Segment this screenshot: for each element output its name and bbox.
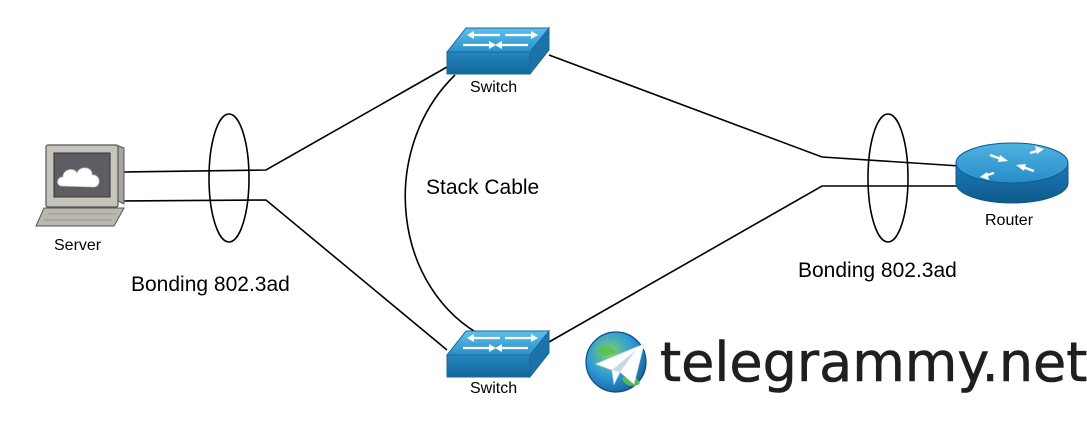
switch-bottom-label: Switch <box>470 380 518 397</box>
bonding-ellipse-right <box>867 113 909 243</box>
bonding-label-left: Bonding 802.3ad <box>131 273 290 296</box>
server-computer-icon <box>35 144 125 227</box>
switch-top-router-link <box>548 54 961 167</box>
stack-cable-label: Stack Cable <box>426 176 540 199</box>
bonding-ellipse-left <box>208 113 250 243</box>
server-link-top <box>123 66 448 173</box>
bonding-label-right: Bonding 802.3ad <box>798 259 957 282</box>
stack-cable-line <box>404 74 487 339</box>
telegram-globe-logo-icon <box>585 331 647 393</box>
switch-top-label: Switch <box>470 79 518 96</box>
switch-bottom-icon <box>445 329 551 379</box>
switch-top-icon <box>445 26 551 76</box>
watermark-text: telegrammy.net <box>660 331 1087 394</box>
server-link-bottom <box>123 199 448 351</box>
router-icon <box>955 142 1069 204</box>
server-label: Server <box>54 237 102 254</box>
switch-bottom-router-link <box>548 185 960 343</box>
router-label: Router <box>985 212 1034 229</box>
